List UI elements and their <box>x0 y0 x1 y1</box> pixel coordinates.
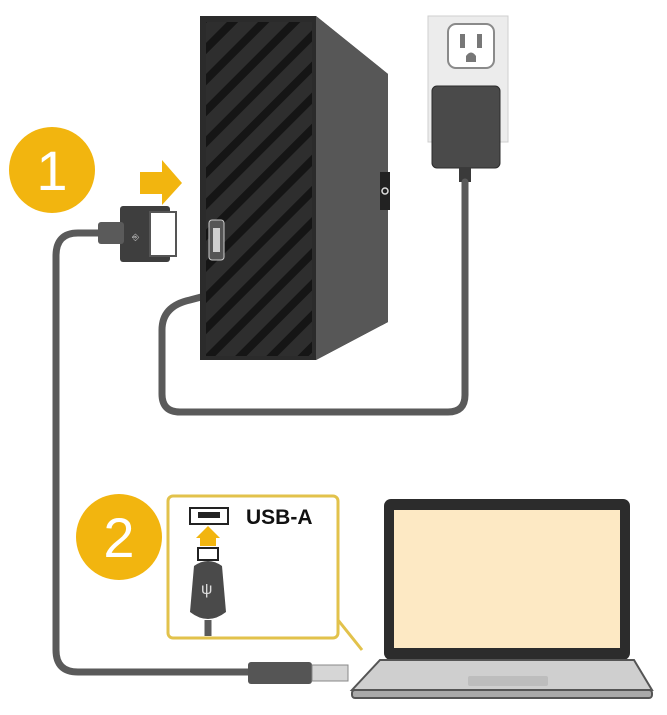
drive-logo-icon <box>380 172 390 210</box>
power-cable <box>158 178 469 416</box>
step-1-badge: 1 <box>9 127 95 213</box>
arrow-right-icon <box>140 160 182 205</box>
usb-a-callout: USB-A ψ <box>166 494 364 651</box>
usb-cable <box>52 229 259 676</box>
arrow-up-icon <box>196 526 220 546</box>
power-adapter <box>431 85 501 182</box>
step-1-number: 1 <box>36 139 67 202</box>
usb-symbol-icon: ψ <box>201 581 212 598</box>
usb-a-plug-body <box>248 662 312 684</box>
laptop-trackpad <box>468 676 548 686</box>
laptop <box>349 499 654 699</box>
external-hard-drive <box>200 16 390 360</box>
svg-text:⎆: ⎆ <box>132 232 140 242</box>
usb3-connector: ⎆ <box>98 206 177 262</box>
step-2-badge: 2 <box>76 494 162 580</box>
usb-a-plug-tip <box>311 664 349 682</box>
laptop-screen <box>394 510 620 648</box>
step-2-number: 2 <box>103 506 134 569</box>
usb-a-label: USB-A <box>246 506 313 529</box>
